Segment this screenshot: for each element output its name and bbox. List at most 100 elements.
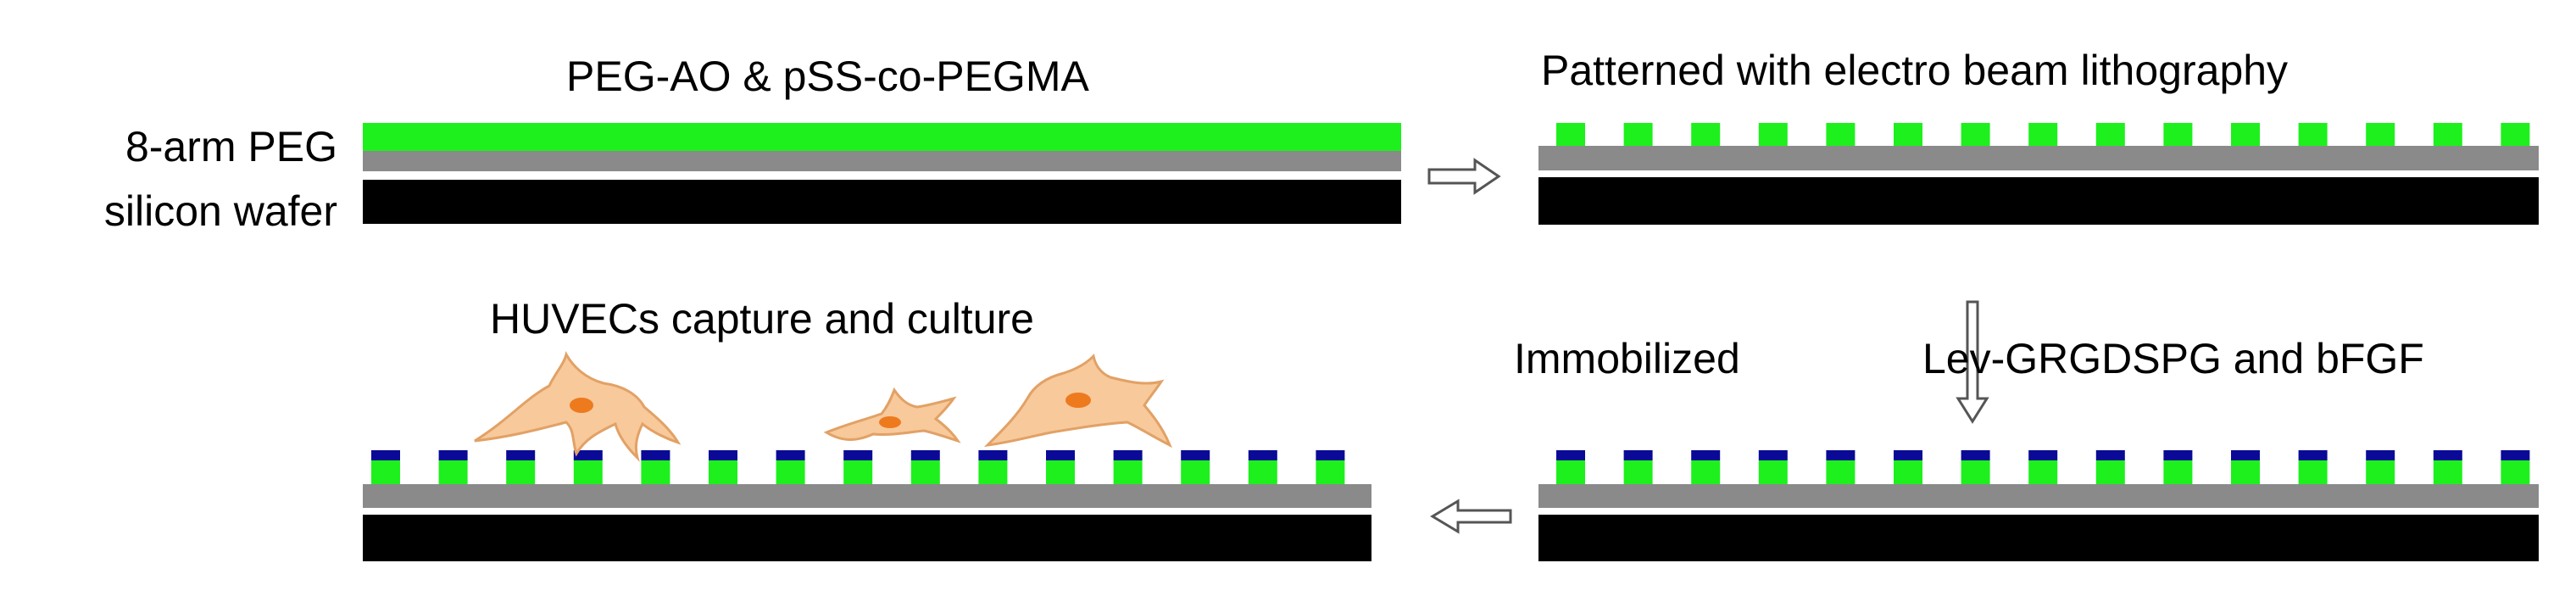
green-pillar <box>1894 460 1922 484</box>
green-pillar <box>2501 123 2530 146</box>
biomolecule-cap <box>1556 450 1585 460</box>
green-pillar <box>2028 123 2058 146</box>
green-pillar <box>2298 123 2328 146</box>
green-pillar <box>1691 123 1721 146</box>
green-pillar <box>1113 460 1143 484</box>
biomolecule-cap <box>776 450 805 460</box>
green-pillar <box>641 460 670 484</box>
green-pillar <box>1046 460 1075 484</box>
step-pattern-label: Patterned with electro beam lithography <box>1541 47 2288 94</box>
step-coated-wafer <box>363 123 1401 224</box>
biomolecule-cap <box>2095 450 2125 460</box>
green-pillar <box>573 460 603 484</box>
biomolecule-cap <box>1691 450 1721 460</box>
peg-layer <box>1538 484 2539 508</box>
green-pillar <box>1556 460 1585 484</box>
biomolecule-cap <box>2231 450 2260 460</box>
top-coating-label: PEG-AO & pSS-co-PEGMA <box>566 53 1089 100</box>
biomolecule-cap <box>371 450 400 460</box>
biomolecule-cap <box>1046 450 1075 460</box>
endothelial-cell-icon <box>983 353 1172 449</box>
biomolecule-cap <box>2501 450 2530 460</box>
layer-peg-label: 8-arm PEG <box>125 123 337 170</box>
biomolecule-cap <box>1181 450 1210 460</box>
green-pillar <box>1961 123 1990 146</box>
green-coating-layer <box>363 123 1401 151</box>
step-cells-label: HUVECs capture and culture <box>490 295 1034 343</box>
green-pillar <box>2231 123 2260 146</box>
biomolecule-cap <box>2433 450 2462 460</box>
biomolecule-cap <box>1623 450 1653 460</box>
peg-layer <box>1538 146 2539 170</box>
green-pillar <box>1826 460 1855 484</box>
layer-wafer-label: silicon wafer <box>104 187 337 235</box>
green-pillar <box>1316 460 1345 484</box>
biomolecule-cap <box>1113 450 1143 460</box>
wafer-layer <box>363 515 1371 561</box>
step-immobilized-label: Immobilized <box>1514 335 1740 382</box>
hollow-arrow-left-icon <box>1430 499 1512 534</box>
hollow-arrow-down-icon <box>1956 300 1989 424</box>
functionalized-pillar-row <box>371 450 1345 484</box>
green-pillar <box>776 460 805 484</box>
step-immobilized-wafer <box>1538 450 2539 561</box>
green-pillar <box>2366 123 2395 146</box>
biomolecule-cap <box>1894 450 1922 460</box>
green-pillar <box>371 460 400 484</box>
biomolecule-cap <box>641 450 670 460</box>
green-pillar <box>910 460 940 484</box>
peg-layer <box>363 484 1371 508</box>
biomolecule-cap <box>2028 450 2058 460</box>
green-pillar <box>2095 460 2125 484</box>
green-pillar <box>2231 460 2260 484</box>
step-peptide-label: Lev-GRGDSPG and bFGF <box>1922 335 2424 382</box>
biomolecule-cap <box>2298 450 2328 460</box>
biomolecule-cap <box>438 450 468 460</box>
green-pillar <box>1758 123 1788 146</box>
green-pillar-row <box>1556 123 2530 146</box>
green-pillar <box>1691 460 1721 484</box>
wafer-layer <box>1538 177 2539 225</box>
biomolecule-cap <box>2163 450 2193 460</box>
green-pillar <box>2163 460 2193 484</box>
green-pillar <box>1623 460 1653 484</box>
green-pillar <box>1623 123 1653 146</box>
biomolecule-cap <box>910 450 940 460</box>
green-pillar <box>978 460 1008 484</box>
functionalized-pillar-row <box>1556 450 2530 484</box>
biomolecule-cap <box>709 450 737 460</box>
green-pillar <box>1556 123 1585 146</box>
green-pillar <box>1894 123 1922 146</box>
biomolecule-cap <box>573 450 603 460</box>
green-pillar <box>1758 460 1788 484</box>
green-pillar <box>2298 460 2328 484</box>
green-pillar <box>1248 460 1277 484</box>
biomolecule-cap <box>1316 450 1345 460</box>
green-pillar <box>2095 123 2125 146</box>
green-pillar <box>2501 460 2530 484</box>
hollow-arrow-right-icon <box>1427 158 1501 195</box>
green-pillar <box>2433 460 2462 484</box>
step-patterned-wafer <box>1538 123 2539 225</box>
endothelial-cell-icon <box>823 387 961 443</box>
green-pillar <box>506 460 536 484</box>
green-pillar <box>843 460 873 484</box>
green-pillar <box>1181 460 1210 484</box>
biomolecule-cap <box>506 450 536 460</box>
biomolecule-cap <box>978 450 1008 460</box>
biomolecule-cap <box>843 450 873 460</box>
wafer-layer <box>363 180 1401 224</box>
biomolecule-cap <box>2366 450 2395 460</box>
green-pillar <box>2366 460 2395 484</box>
green-pillar <box>1961 460 1990 484</box>
wafer-layer <box>1538 515 2539 561</box>
green-pillar <box>709 460 737 484</box>
green-pillar <box>2433 123 2462 146</box>
endothelial-cell-icon <box>474 351 682 463</box>
biomolecule-cap <box>1826 450 1855 460</box>
green-pillar <box>1826 123 1855 146</box>
green-pillar <box>438 460 468 484</box>
biomolecule-cap <box>1758 450 1788 460</box>
biomolecule-cap <box>1248 450 1277 460</box>
